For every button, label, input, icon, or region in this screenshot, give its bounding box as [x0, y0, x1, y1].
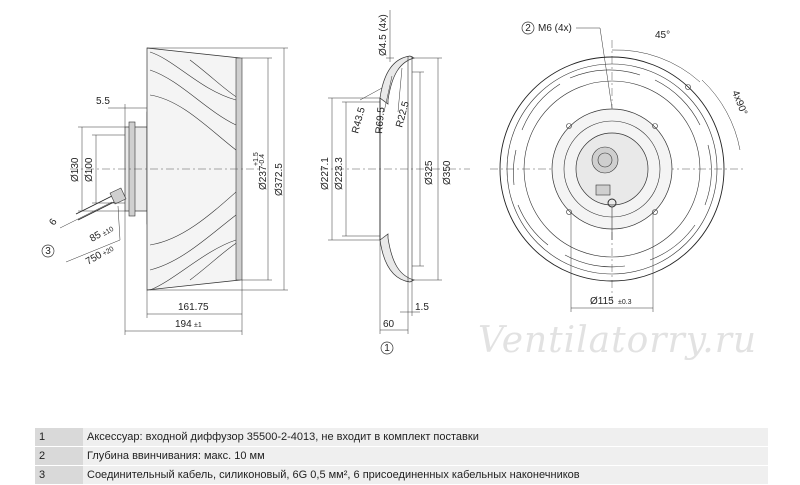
motor-center — [591, 146, 619, 174]
nozzle-profile-bottom — [379, 233, 415, 283]
cable-gland — [109, 187, 127, 205]
dim-d372: Ø372.5 — [274, 163, 285, 196]
angle-4x90: 4x90° — [729, 89, 749, 117]
thread-holes — [566, 84, 691, 215]
dim-length-194-tol: ±1 — [194, 322, 202, 329]
callout-cable: 3 — [41, 244, 55, 258]
dim-cable-85: 85 — [88, 229, 104, 244]
hub-diameter-tol: ±0.3 — [618, 299, 632, 306]
dim-lip-15: 1.5 — [415, 302, 429, 313]
note-row: 2 Глубина ввинчивания: макс. 10 мм — [35, 446, 768, 466]
dim-d223: Ø223.3 — [334, 157, 345, 190]
angle-arc-45 — [611, 49, 701, 83]
blade-slots — [512, 69, 712, 268]
nozzle-profile-top — [379, 55, 415, 105]
note-number: 1 — [35, 428, 83, 447]
callout-thread: 2 — [521, 21, 535, 35]
note-text: Аксессуар: входной диффузор 35500-2-4013… — [83, 428, 768, 447]
note-number: 3 — [35, 465, 83, 485]
side-view: Ø130 Ø100 5.5 Ø237 +1.5 -0.4 Ø372.5 161.… — [41, 47, 288, 335]
svg-text:3: 3 — [45, 246, 51, 257]
dim-hole: Ø4.5 (4x) — [378, 14, 389, 56]
svg-text:2: 2 — [525, 23, 531, 34]
callout-accessory: 1 — [380, 341, 394, 355]
dim-r43: R43.5 — [350, 106, 368, 135]
dim-r69: R69.5 — [374, 106, 387, 134]
front-view: 2 M6 (4x) 45° 4x90° Ø115 ±0.3 — [490, 21, 749, 312]
dim-d130: Ø130 — [70, 157, 81, 182]
watermark: Ventilatorry.ru — [478, 320, 757, 361]
dim-gap-top: 5.5 — [96, 96, 110, 107]
dim-d227: Ø227.1 — [320, 157, 331, 190]
dim-d237-tol-upper: +1.5 — [253, 152, 260, 166]
dim-length-161: 161.75 — [178, 302, 209, 313]
dim-d325: Ø325 — [424, 160, 435, 185]
dim-d350: Ø350 — [442, 160, 453, 185]
terminal-box — [595, 184, 611, 196]
notes-table: 1 Аксессуар: входной диффузор 35500-2-40… — [35, 428, 768, 485]
cable — [75, 195, 115, 221]
section-view: Ø227.1 Ø223.3 Ø325 Ø350 R43.5 R69.5 R22.… — [320, 10, 470, 355]
dim-d237: Ø237 — [258, 165, 269, 190]
impeller-outer-ring — [499, 56, 725, 282]
dim-r22: R22.5 — [394, 100, 412, 129]
dim-cable-6: 6 — [47, 216, 59, 227]
svg-text:1: 1 — [384, 343, 390, 354]
hub-diameter: Ø115 — [590, 296, 614, 307]
thread-label: M6 (4x) — [538, 23, 572, 34]
dim-depth-60: 60 — [383, 319, 395, 330]
impeller-blades — [149, 51, 239, 291]
dim-length-194: 194 — [175, 319, 192, 330]
note-row: 1 Аксессуар: входной диффузор 35500-2-40… — [35, 428, 768, 447]
angle-45: 45° — [655, 30, 670, 41]
note-number: 2 — [35, 446, 83, 466]
dim-cable-750-tol: +20 — [102, 246, 116, 258]
dim-cable-85-tol: ±10 — [102, 226, 116, 238]
dim-d237-tol-lower: -0.4 — [259, 154, 266, 166]
note-row: 3 Соединительный кабель, силиконовый, 6G… — [35, 465, 768, 485]
technical-drawing: Ventilatorry.ru — [41, 10, 757, 361]
note-text: Глубина ввинчивания: макс. 10 мм — [83, 446, 768, 466]
note-text: Соединительный кабель, силиконовый, 6G 0… — [83, 465, 768, 485]
dim-d100: Ø100 — [84, 157, 95, 182]
